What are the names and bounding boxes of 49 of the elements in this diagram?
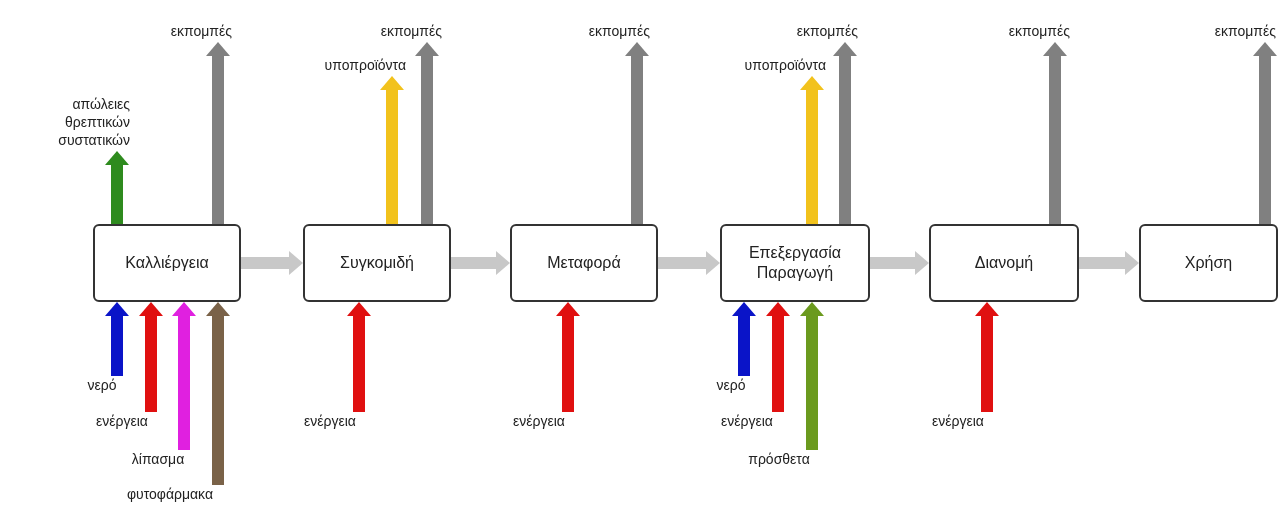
flow-label: εκπομπές bbox=[350, 22, 442, 42]
flow-label: φυτοφάρμακα bbox=[116, 485, 224, 505]
flow-label: ενέργεια bbox=[710, 412, 784, 432]
process-box: Συγκομιδή bbox=[303, 224, 451, 302]
arrow bbox=[241, 251, 303, 275]
arrow bbox=[105, 302, 129, 376]
arrow bbox=[347, 302, 371, 412]
flow-label: νερό bbox=[710, 376, 752, 396]
arrow bbox=[625, 42, 649, 224]
flow-label: υποπροϊόντα bbox=[296, 56, 406, 76]
arrow bbox=[206, 42, 230, 224]
arrow bbox=[105, 151, 129, 224]
arrow bbox=[380, 76, 404, 224]
flow-label: πρόσθετα bbox=[742, 450, 816, 470]
flow-label: εκπομπές bbox=[140, 22, 232, 42]
arrow bbox=[1253, 42, 1277, 224]
flow-label: ενέργεια bbox=[294, 412, 366, 432]
flow-label: νερό bbox=[82, 376, 122, 396]
arrow bbox=[800, 76, 824, 224]
flow-label: ενέργεια bbox=[86, 412, 158, 432]
process-box: Μεταφορά bbox=[510, 224, 658, 302]
arrow bbox=[139, 302, 163, 412]
arrow bbox=[870, 251, 929, 275]
flow-label: εκπομπές bbox=[560, 22, 650, 42]
flow-label: υποπροϊόντα bbox=[716, 56, 826, 76]
arrow bbox=[658, 251, 720, 275]
arrow bbox=[766, 302, 790, 412]
arrow bbox=[732, 302, 756, 376]
flow-label: εκπομπές bbox=[980, 22, 1070, 42]
process-box: Χρήση bbox=[1139, 224, 1278, 302]
arrow bbox=[975, 302, 999, 412]
flow-label: απώλειες θρεπτικών συστατικών bbox=[40, 95, 130, 151]
arrow bbox=[1043, 42, 1067, 224]
flow-label: ενέργεια bbox=[922, 412, 994, 432]
arrow bbox=[1079, 251, 1139, 275]
arrow bbox=[415, 42, 439, 224]
arrow bbox=[556, 302, 580, 412]
process-box: Διανομή bbox=[929, 224, 1079, 302]
flow-label: ενέργεια bbox=[503, 412, 575, 432]
process-box: Καλλιέργεια bbox=[93, 224, 241, 302]
arrow bbox=[833, 42, 857, 224]
flow-label: εκπομπές bbox=[1192, 22, 1276, 42]
arrow bbox=[800, 302, 824, 450]
process-box: Επεξεργασία Παραγωγή bbox=[720, 224, 870, 302]
arrow bbox=[451, 251, 510, 275]
flow-label: εκπομπές bbox=[770, 22, 858, 42]
arrow bbox=[206, 302, 230, 485]
arrow bbox=[172, 302, 196, 450]
flow-label: λίπασμα bbox=[126, 450, 190, 470]
